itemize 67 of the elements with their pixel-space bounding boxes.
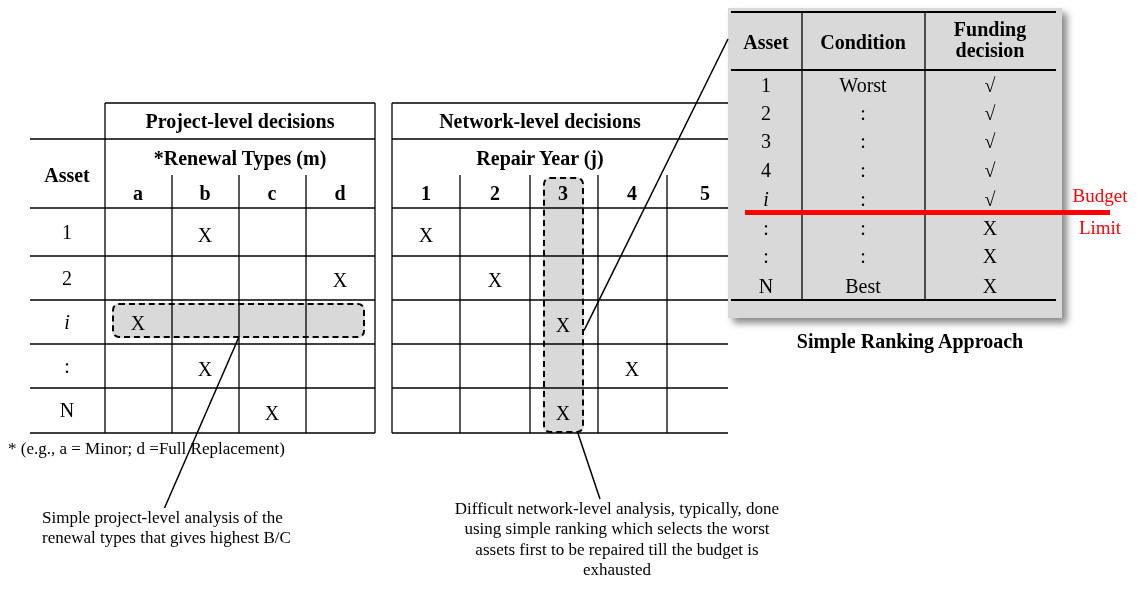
- column-header: Repair Year (j): [476, 147, 604, 169]
- column-header: *Renewal Types (m): [153, 147, 327, 169]
- caption: Simple Ranking Approach: [796, 330, 1024, 352]
- table-header: Network-level decisions: [439, 110, 641, 132]
- row-label: :: [763, 217, 769, 239]
- footnote: * (e.g., a = Minor; d =Full Replacement): [8, 440, 285, 458]
- table-cell: :: [860, 102, 866, 124]
- row-label: 2: [761, 102, 771, 124]
- table-mark: X: [197, 224, 213, 246]
- table-cell: :: [860, 245, 866, 267]
- annotation-text: Simple project-level analysis of the renewal types that gives highest B/C: [42, 508, 292, 549]
- column-header: Condition: [820, 31, 906, 53]
- table-mark: X: [332, 269, 348, 291]
- table-cell: Best: [845, 275, 881, 297]
- table-mark: √: [984, 159, 996, 181]
- ranking-table-panel: [728, 8, 1062, 318]
- table-mark: X: [487, 269, 503, 291]
- row-label: N: [758, 275, 774, 297]
- row-label: 2: [62, 267, 72, 289]
- column-header: 5: [700, 182, 710, 204]
- table-mark: √: [984, 188, 996, 210]
- table-mark: X: [982, 217, 998, 239]
- column-header: Asset: [44, 164, 90, 186]
- table-mark: X: [555, 314, 571, 336]
- table-mark: √: [984, 74, 996, 96]
- leader-line: [577, 432, 601, 500]
- table-cell: :: [860, 217, 866, 239]
- row-label: :: [64, 355, 70, 377]
- column-header: 2: [490, 182, 500, 204]
- column-header: c: [267, 182, 277, 204]
- column-header: Asset: [743, 31, 789, 53]
- row-label: 1: [62, 221, 72, 243]
- table-mark: X: [418, 224, 434, 246]
- row-label: 4: [761, 159, 771, 181]
- leader-line: [163, 337, 240, 509]
- table-mark: √: [984, 102, 996, 124]
- highlighted-row: [112, 303, 365, 338]
- row-label: i: [64, 311, 70, 333]
- column-header: d: [334, 182, 346, 204]
- table-header: Project-level decisions: [145, 110, 335, 132]
- highlighted-column: [543, 177, 584, 433]
- column-header: 1: [421, 182, 431, 204]
- column-header: 3: [558, 182, 568, 204]
- column-header: b: [199, 182, 211, 204]
- row-label: i: [763, 188, 769, 210]
- table-mark: X: [555, 402, 571, 424]
- column-header: Funding decision: [952, 19, 1028, 61]
- table-mark: X: [264, 402, 280, 424]
- table-mark: X: [982, 275, 998, 297]
- leader-line: [583, 38, 729, 332]
- table-mark: X: [982, 245, 998, 267]
- table-cell: :: [860, 159, 866, 181]
- table-cell: :: [860, 188, 866, 210]
- annotation-text: Difficult network-level analysis, typically, done using simple ranking which selects the worst assets first to be repaired till the budget is exhausted: [447, 499, 787, 581]
- table-cell: Worst: [839, 74, 887, 96]
- table-mark: X: [624, 358, 640, 380]
- table-mark: √: [984, 130, 996, 152]
- row-label: 1: [761, 74, 771, 96]
- table-cell: :: [860, 130, 866, 152]
- column-header: 4: [627, 182, 637, 204]
- budget-limit-label: Budget Limit: [1071, 183, 1129, 240]
- row-label: 3: [761, 130, 771, 152]
- row-label: N: [59, 399, 75, 421]
- row-label: :: [763, 245, 769, 267]
- table-mark: X: [130, 312, 146, 334]
- column-header: a: [133, 182, 143, 204]
- table-mark: X: [197, 358, 213, 380]
